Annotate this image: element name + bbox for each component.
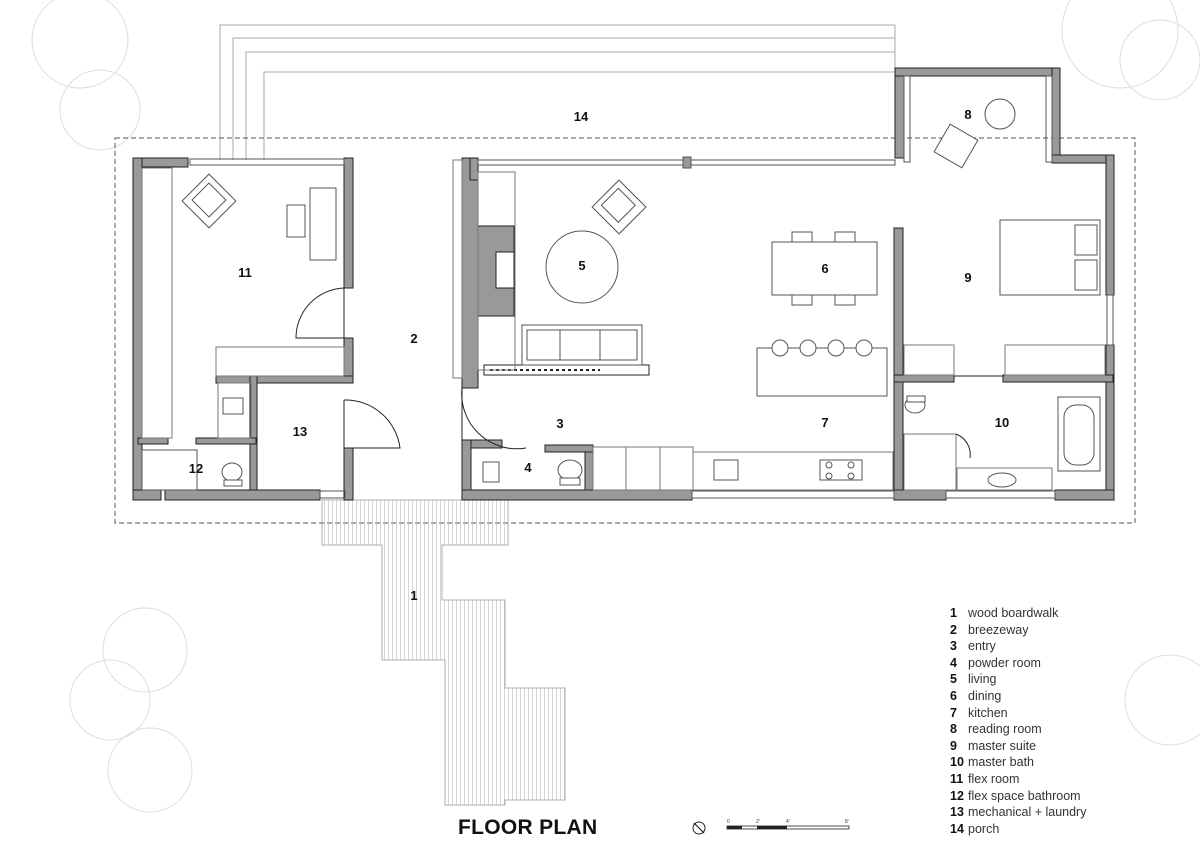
interior-fixtures	[141, 159, 1106, 491]
page-title: FLOOR PLAN	[458, 816, 598, 839]
legend-item: 6 dining	[950, 688, 1086, 705]
legend-label: reading room	[968, 722, 1042, 737]
scale-label: 2'	[756, 819, 760, 825]
legend-label: breezeway	[968, 622, 1029, 637]
legend-label: wood boardwalk	[968, 606, 1059, 620]
legend-item: 5 living	[950, 671, 1086, 688]
legend-item: 2 breezeway	[950, 622, 1086, 639]
room-label: 7	[821, 415, 828, 430]
room-labels: 1 2 3 4 5 6 7 8 9 10 11 12 13 14	[189, 107, 1009, 603]
legend-number: 3	[950, 639, 957, 654]
room-label: 5	[578, 258, 585, 273]
legend-label: flex space bathroom	[968, 788, 1081, 803]
porch-outline	[219, 24, 896, 160]
scale-label: 8'	[845, 819, 849, 825]
room-label: 2	[410, 331, 417, 346]
room-legend: 1 wood boardwalk 2 breezeway 3 entry 4 powde…	[950, 605, 1086, 837]
windows	[189, 75, 1114, 499]
legend-number: 8	[950, 722, 957, 737]
room-label: 4	[524, 460, 532, 475]
roof-outline	[114, 137, 1136, 524]
legend-label: mechanical + laundry	[968, 805, 1087, 820]
legend-number: 13	[950, 805, 964, 820]
legend-item: 8 reading room	[950, 721, 1086, 738]
legend-label: entry	[968, 639, 996, 654]
legend-item: 14 porch	[950, 821, 1086, 838]
legend-item: 3 entry	[950, 638, 1086, 655]
legend-item: 12 flex space bathroom	[950, 788, 1086, 805]
room-label: 14	[574, 109, 589, 124]
room-label: 8	[964, 107, 971, 122]
legend-number: 9	[950, 738, 957, 753]
legend-label: dining	[968, 688, 1002, 703]
room-label: 11	[238, 265, 252, 280]
legend-label: flex room	[968, 771, 1020, 786]
doors	[295, 287, 1003, 459]
room-label: 10	[995, 415, 1009, 430]
room-label: 3	[556, 416, 563, 431]
legend-number: 5	[950, 672, 957, 687]
room-label: 1	[410, 588, 417, 603]
legend-number: 4	[950, 655, 957, 670]
legend-number: 10	[950, 755, 964, 770]
furniture	[141, 98, 1101, 491]
legend-number: 11	[950, 771, 964, 786]
legend-number: 14	[950, 821, 964, 836]
legend-label: powder room	[968, 655, 1041, 670]
tree-outlines	[31, 0, 1200, 813]
legend-label: master bath	[968, 755, 1035, 770]
legend-label: kitchen	[968, 705, 1008, 720]
scale-label: 0	[727, 819, 730, 825]
legend-number: 6	[950, 688, 957, 703]
legend-item: 1 wood boardwalk	[950, 605, 1086, 622]
legend-label: porch	[968, 821, 1000, 836]
legend-item: 11 flex room	[950, 771, 1086, 788]
legend-item: 13 mechanical + laundry	[950, 804, 1086, 821]
room-label: 9	[964, 270, 971, 285]
room-label: 12	[189, 461, 203, 476]
legend-number: 2	[950, 622, 957, 637]
room-label: 6	[821, 261, 828, 276]
legend-item: 7 kitchen	[950, 705, 1086, 722]
legend-number: 7	[950, 705, 957, 720]
legend-number: 12	[950, 788, 964, 803]
legend-number: 1	[950, 606, 957, 620]
north-arrow-icon	[692, 821, 706, 835]
scale-bar: 0 2' 4' 8'	[726, 819, 850, 830]
walls	[132, 67, 1115, 501]
legend-item: 4 powder room	[950, 655, 1086, 672]
scale-label: 4'	[786, 819, 790, 825]
legend-item: 10 master bath	[950, 754, 1086, 771]
legend-item: 9 master suite	[950, 738, 1086, 755]
legend-label: master suite	[968, 738, 1037, 753]
room-label: 13	[293, 424, 307, 439]
wood-boardwalk	[321, 499, 566, 806]
legend-label: living	[968, 672, 997, 687]
